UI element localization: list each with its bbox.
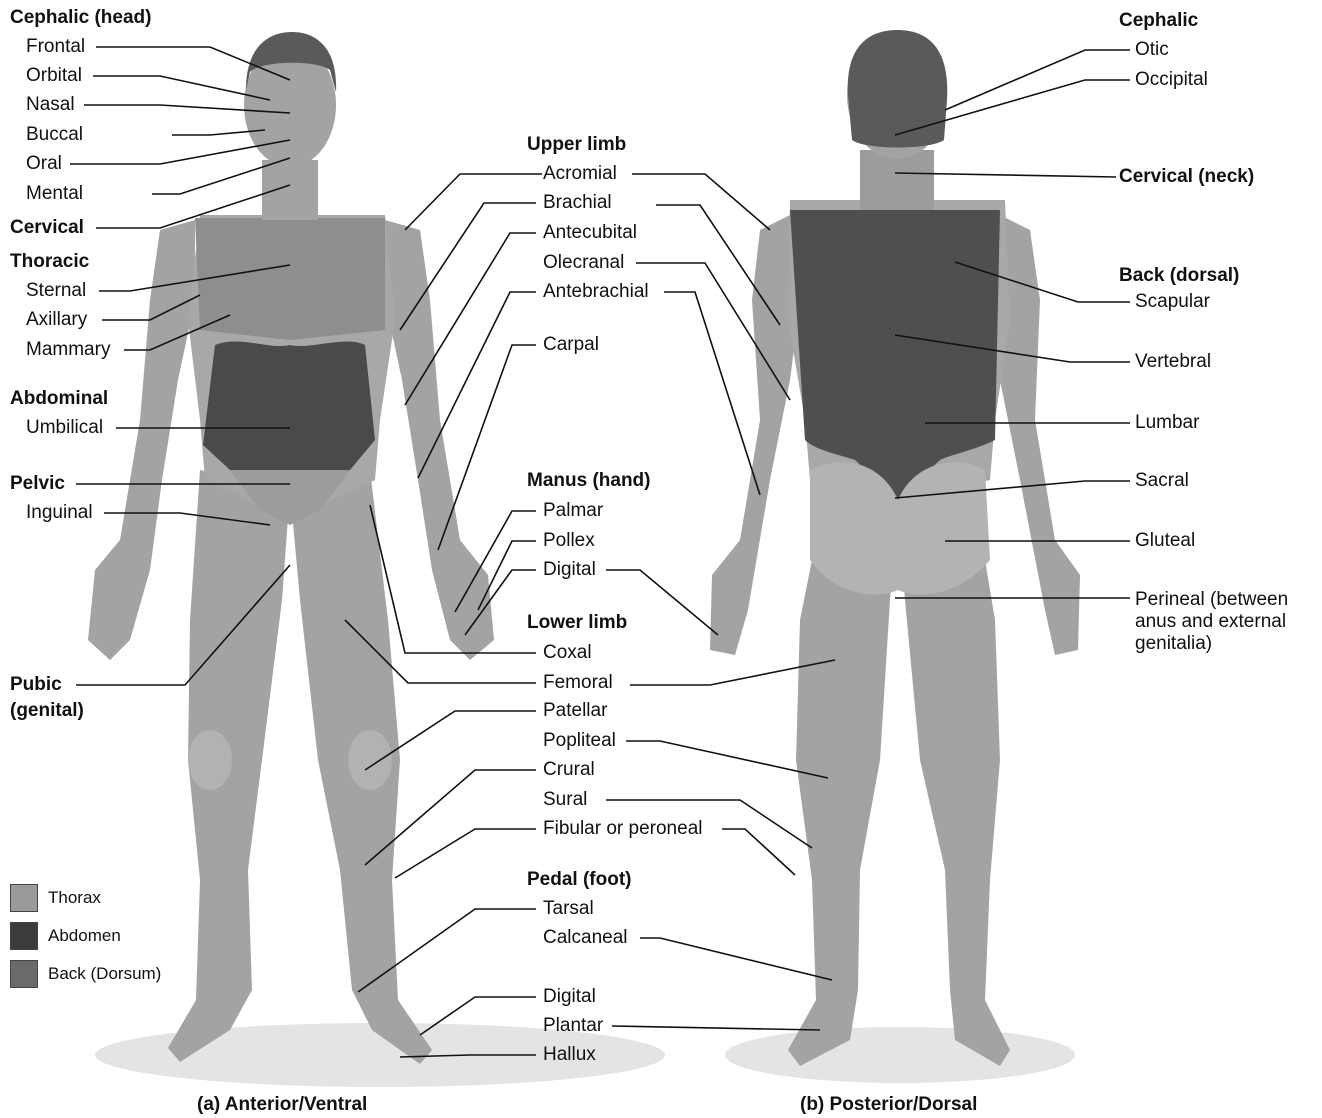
label-frontal: Frontal (26, 36, 85, 58)
label-olecranal: Olecranal (543, 252, 624, 274)
anterior-figure (88, 32, 494, 1064)
label-brachial: Brachial (543, 192, 612, 214)
label-vertebral: Vertebral (1135, 351, 1211, 373)
label-scapular: Scapular (1135, 291, 1210, 313)
label-cephalic: Cephalic (1119, 10, 1198, 32)
label-cervical-neck: Cervical (neck) (1119, 166, 1254, 188)
anterior-right-arm (88, 220, 195, 660)
posterior-figure (710, 30, 1080, 1066)
label-fibular: Fibular or peroneal (543, 818, 702, 840)
label-perineal: Perineal (between anus and external geni… (1135, 589, 1320, 655)
label-inguinal: Inguinal (26, 502, 93, 524)
anterior-abdomen-region (203, 341, 375, 480)
caption-anterior: (a) Anterior/Ventral (197, 1094, 367, 1116)
label-sternal: Sternal (26, 280, 86, 302)
label-gluteal: Gluteal (1135, 530, 1195, 552)
label-orbital: Orbital (26, 65, 82, 87)
posterior-hair (848, 30, 948, 148)
leader-fibular-r (722, 829, 795, 875)
leader-orbital (93, 76, 270, 100)
legend-label-abdomen: Abdomen (48, 926, 121, 946)
label-coxal: Coxal (543, 642, 592, 664)
label-sacral: Sacral (1135, 470, 1189, 492)
label-digital-hand: Digital (543, 559, 596, 581)
posterior-right-arm (710, 215, 800, 655)
label-mammary: Mammary (26, 339, 110, 361)
label-otic: Otic (1135, 39, 1169, 61)
label-palmar: Palmar (543, 500, 603, 522)
leader-plantar (612, 1026, 820, 1030)
label-digital-foot: Digital (543, 986, 596, 1008)
anterior-neck (262, 160, 318, 220)
caption-posterior: (b) Posterior/Dorsal (800, 1094, 977, 1116)
legend-label-back: Back (Dorsum) (48, 964, 161, 984)
label-abdominal: Abdominal (10, 388, 108, 410)
label-cephalic-head: Cephalic (head) (10, 7, 151, 29)
leader-calcaneal (640, 938, 832, 980)
label-patellar: Patellar (543, 700, 607, 722)
anterior-right-knee (188, 730, 232, 790)
label-occipital: Occipital (1135, 69, 1208, 91)
label-genital: (genital) (10, 700, 84, 722)
label-pedal: Pedal (foot) (527, 869, 632, 891)
label-hallux: Hallux (543, 1044, 596, 1066)
label-buccal: Buccal (26, 124, 83, 146)
label-femoral: Femoral (543, 672, 613, 694)
legend-item-thorax: Thorax (10, 883, 101, 913)
label-antebrachial: Antebrachial (543, 281, 649, 303)
anterior-left-knee (348, 730, 392, 790)
label-sural: Sural (543, 789, 587, 811)
label-thoracic: Thoracic (10, 251, 89, 273)
label-pubic: Pubic (10, 674, 62, 696)
legend-swatch-thorax (10, 884, 38, 912)
label-back-dorsal: Back (dorsal) (1119, 265, 1239, 287)
label-antecubital: Antecubital (543, 222, 637, 244)
anterior-thorax-region (195, 218, 385, 340)
label-upper-limb: Upper limb (527, 134, 626, 156)
leader-acromial (405, 174, 542, 230)
label-lumbar: Lumbar (1135, 412, 1199, 434)
label-oral: Oral (26, 153, 62, 175)
posterior-floor-shadow (725, 1027, 1075, 1083)
leader-acromial-r (632, 174, 770, 230)
label-umbilical: Umbilical (26, 417, 103, 439)
label-popliteal: Popliteal (543, 730, 616, 752)
leader-fibular (395, 829, 536, 878)
label-carpal: Carpal (543, 334, 599, 356)
legend-label-thorax: Thorax (48, 888, 101, 908)
legend-swatch-back (10, 960, 38, 988)
legend-swatch-abdomen (10, 922, 38, 950)
label-cervical: Cervical (10, 217, 84, 239)
label-mental: Mental (26, 183, 83, 205)
label-acromial: Acromial (543, 163, 617, 185)
leader-antebrachial-r (664, 292, 760, 495)
label-lower-limb: Lower limb (527, 612, 627, 634)
label-nasal: Nasal (26, 94, 75, 116)
label-pelvic: Pelvic (10, 473, 65, 495)
label-pollex: Pollex (543, 530, 595, 552)
label-crural: Crural (543, 759, 595, 781)
label-calcaneal: Calcaneal (543, 927, 628, 949)
legend-item-abdomen: Abdomen (10, 921, 121, 951)
label-manus: Manus (hand) (527, 470, 651, 492)
legend-item-back: Back (Dorsum) (10, 959, 161, 989)
label-axillary: Axillary (26, 309, 87, 331)
label-plantar: Plantar (543, 1015, 603, 1037)
label-tarsal: Tarsal (543, 898, 594, 920)
